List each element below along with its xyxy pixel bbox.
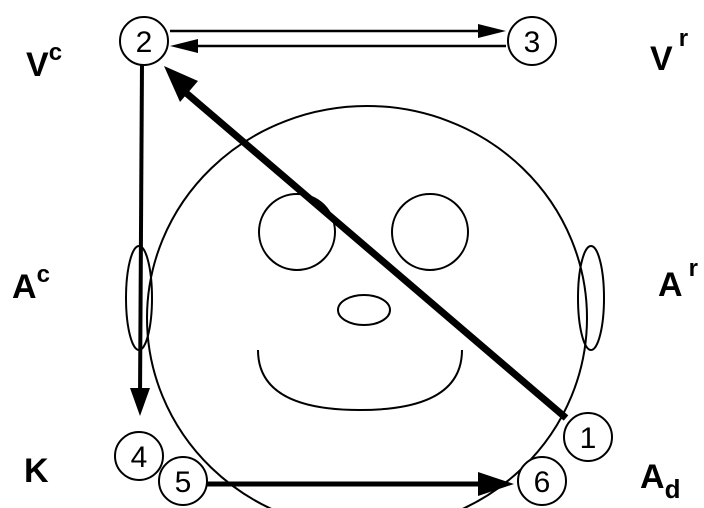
node-6: 6: [518, 457, 566, 505]
label-ac-sup: c: [37, 261, 50, 288]
label-ad-base: A: [640, 458, 665, 496]
node-1-label: 1: [580, 422, 597, 455]
node-5: 5: [159, 457, 207, 505]
label-ad: Ad: [640, 458, 680, 504]
face: [126, 106, 604, 508]
label-vc-base: V: [26, 46, 49, 84]
node-4: 4: [115, 432, 163, 480]
arrowhead-2-to-3: [478, 24, 506, 38]
node-3: 3: [508, 17, 556, 65]
arrowhead-5-to-6: [478, 472, 514, 496]
label-vc-sup: c: [49, 39, 62, 66]
label-ac: Ac: [12, 261, 50, 306]
node-6-label: 6: [534, 466, 551, 499]
arrow-2-to-4: [140, 62, 142, 398]
left-eye: [259, 194, 335, 270]
node-3-label: 3: [524, 26, 541, 59]
arrowhead-2-to-4: [130, 388, 150, 416]
head-outline: [147, 106, 587, 508]
label-vc: Vc: [26, 39, 62, 84]
label-k-base: K: [24, 452, 49, 490]
node-2: 2: [120, 17, 168, 65]
mouth: [258, 350, 462, 410]
node-1: 1: [564, 413, 612, 461]
label-vr-base: V: [650, 40, 673, 78]
label-vr-sup: r: [679, 25, 688, 52]
node-5-label: 5: [175, 466, 192, 499]
label-vr: Vr: [650, 25, 688, 78]
label-k: K: [24, 452, 49, 490]
label-ad-sub: d: [665, 474, 681, 504]
node-4-label: 4: [131, 441, 148, 474]
label-ar-sup: r: [689, 255, 698, 282]
node-2-label: 2: [136, 26, 153, 59]
label-ar-base: A: [658, 266, 683, 304]
right-ear: [578, 246, 604, 350]
right-eye: [392, 194, 468, 270]
arrowhead-3-to-2: [170, 39, 198, 53]
nose: [338, 295, 390, 325]
arrows: [130, 24, 566, 496]
arrow-1-to-2: [178, 86, 566, 418]
label-ac-base: A: [12, 268, 37, 306]
